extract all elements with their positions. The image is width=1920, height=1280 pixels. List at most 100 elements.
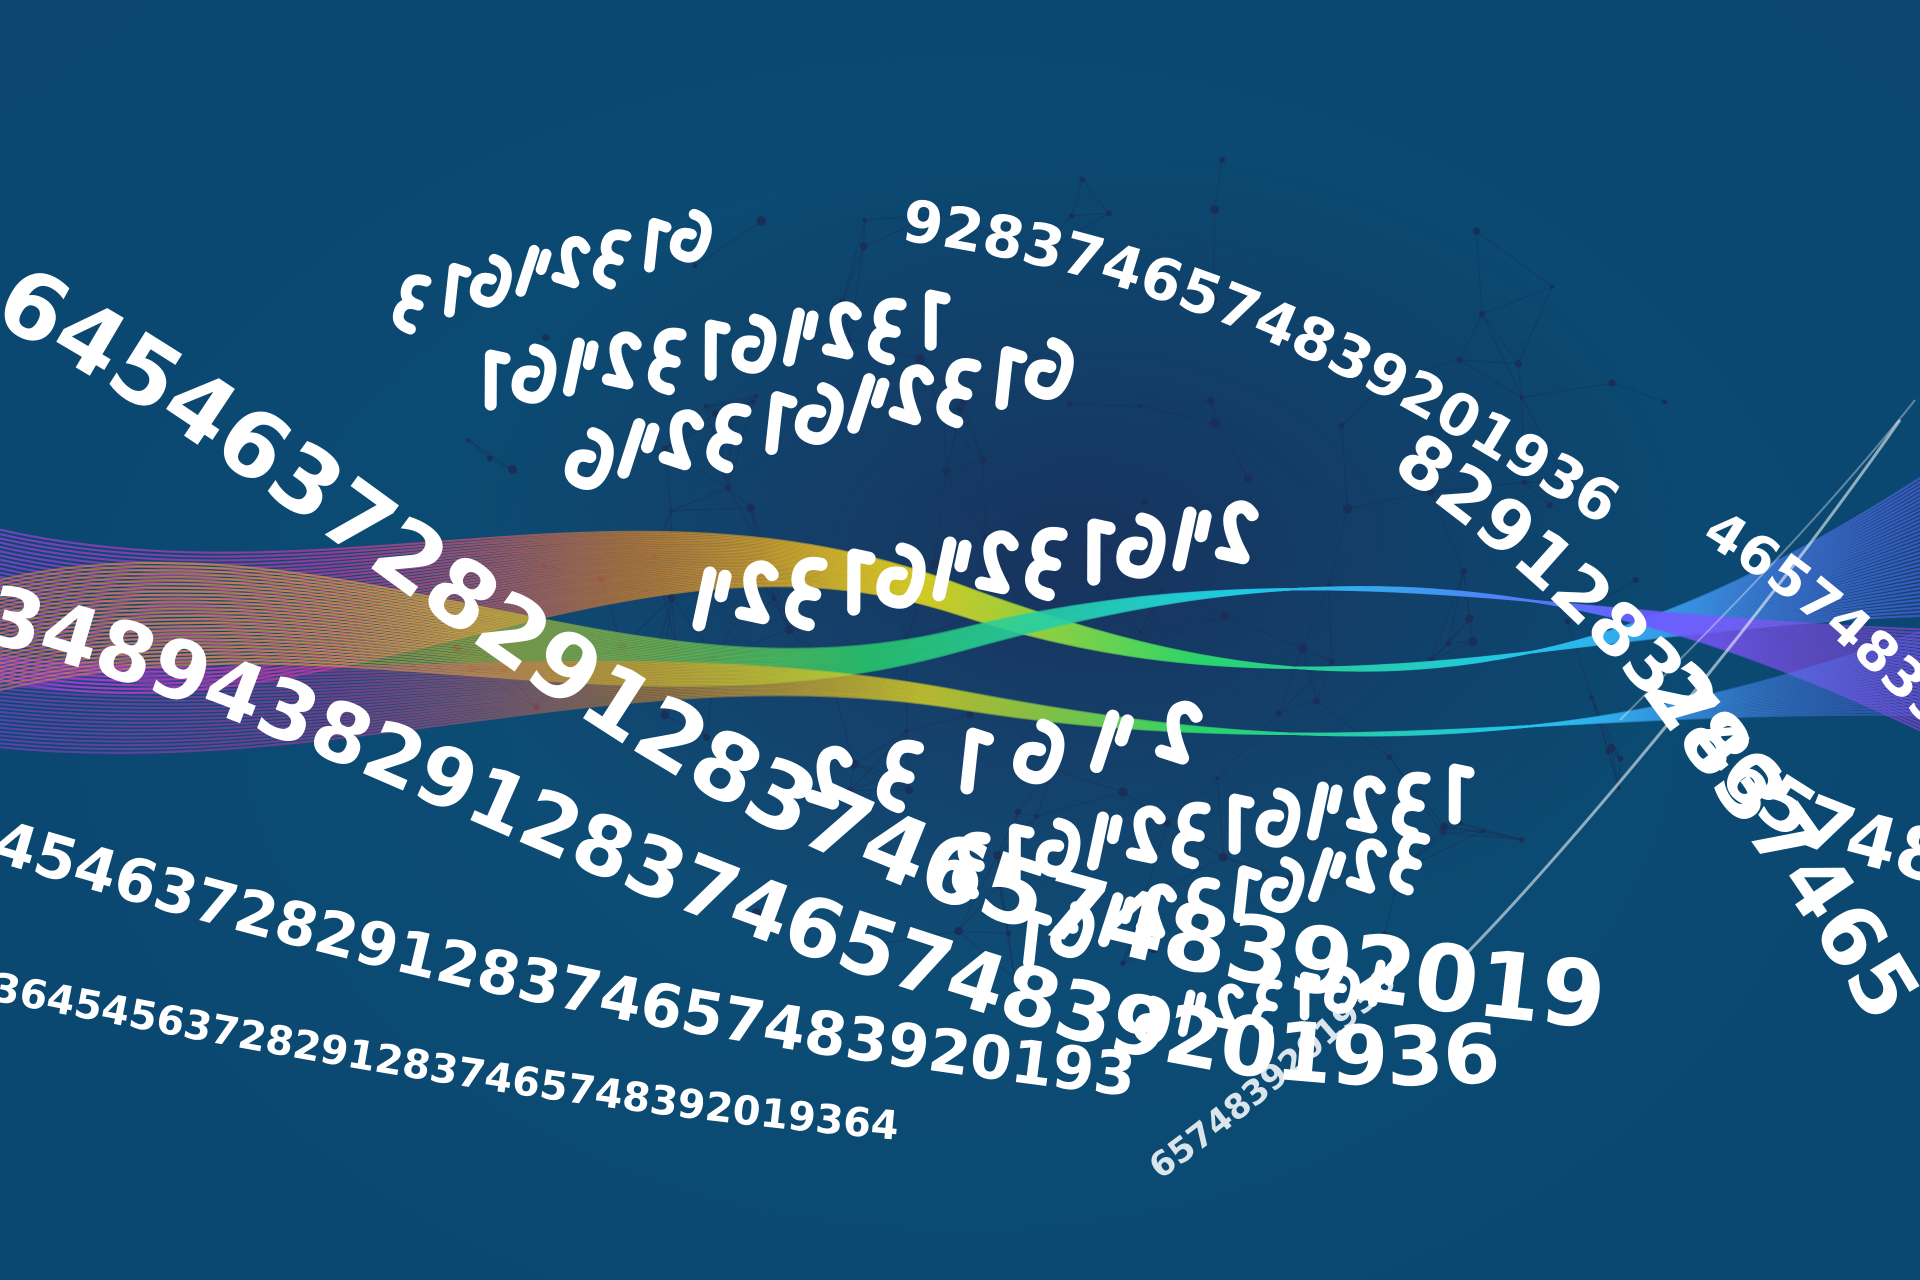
network-node bbox=[1138, 630, 1144, 636]
network-node bbox=[542, 334, 550, 342]
network-link bbox=[1030, 212, 1110, 261]
network-node bbox=[1312, 697, 1321, 705]
network-node bbox=[1478, 310, 1486, 318]
mirrored-glyph bbox=[469, 253, 512, 308]
light-streak-2 bbox=[1619, 399, 1916, 721]
network-link bbox=[849, 339, 921, 360]
mirrored-glyph bbox=[1345, 838, 1387, 894]
network-node bbox=[956, 405, 965, 414]
network-link bbox=[694, 220, 762, 267]
mirrored-glyph bbox=[765, 391, 798, 455]
network-node bbox=[1163, 819, 1171, 827]
network-node bbox=[1149, 944, 1159, 954]
mirrored-glyph bbox=[1098, 892, 1137, 948]
network-node bbox=[1297, 643, 1308, 654]
mirrored-glyph bbox=[1024, 337, 1074, 400]
network-link bbox=[1521, 397, 1566, 481]
mirrored-glyph bbox=[562, 337, 599, 397]
network-link bbox=[1069, 403, 1140, 407]
network-link bbox=[945, 470, 987, 538]
network-node bbox=[1066, 401, 1073, 407]
network-link bbox=[1223, 856, 1290, 880]
network-node bbox=[904, 728, 909, 734]
network-node bbox=[1027, 257, 1034, 264]
network-link bbox=[1214, 423, 1249, 479]
network-node bbox=[703, 403, 709, 409]
mirrored-glyph bbox=[1134, 995, 1170, 1044]
mirrored-glyph bbox=[1306, 781, 1343, 841]
network-node bbox=[1158, 588, 1163, 593]
network-link bbox=[982, 460, 987, 538]
network-node bbox=[1607, 744, 1616, 753]
network-node bbox=[1617, 755, 1624, 762]
mirrored-glyph bbox=[1008, 823, 1035, 885]
network-link bbox=[1481, 286, 1553, 315]
network-node bbox=[1550, 284, 1555, 289]
network-node bbox=[1617, 786, 1622, 791]
network-node bbox=[1219, 156, 1226, 164]
network-link bbox=[1523, 481, 1551, 506]
network-link bbox=[1071, 212, 1109, 217]
network-node bbox=[1468, 636, 1478, 646]
network-node bbox=[1005, 930, 1012, 937]
network-link bbox=[1521, 397, 1525, 483]
mirrored-glyph bbox=[847, 548, 876, 616]
network-node bbox=[1014, 808, 1022, 816]
network-node bbox=[784, 624, 794, 635]
network-link bbox=[1224, 615, 1303, 649]
network-node bbox=[1632, 576, 1639, 583]
mirrored-glyph bbox=[1214, 500, 1259, 565]
mirrored-glyph bbox=[564, 427, 614, 490]
mirrored-glyph bbox=[601, 331, 642, 390]
network-link bbox=[1139, 405, 1216, 424]
network-node bbox=[933, 209, 942, 218]
network-link bbox=[863, 220, 866, 247]
network-link bbox=[1212, 209, 1216, 299]
mirrored-glyph bbox=[1087, 518, 1116, 586]
mirrored-glyph bbox=[484, 349, 511, 411]
network-link bbox=[1459, 313, 1483, 361]
network-link bbox=[1143, 615, 1226, 647]
network-link bbox=[864, 213, 938, 221]
network-node bbox=[1440, 822, 1449, 831]
mirrored-glyph bbox=[1448, 763, 1475, 825]
mirrored-glyph bbox=[876, 542, 926, 609]
network-link bbox=[853, 730, 908, 765]
network-node bbox=[1210, 418, 1221, 429]
network-node bbox=[746, 503, 756, 513]
network-link bbox=[919, 358, 961, 410]
mirrored-glyph bbox=[876, 739, 925, 814]
network-link bbox=[974, 223, 1031, 261]
mirrored-digit-fragments bbox=[392, 208, 1475, 1044]
network-link bbox=[1476, 230, 1553, 288]
network-link bbox=[1389, 756, 1444, 834]
network-node bbox=[979, 456, 987, 465]
network-link bbox=[1447, 571, 1465, 644]
network-link bbox=[945, 401, 965, 472]
network-link bbox=[1217, 713, 1280, 779]
network-node bbox=[915, 354, 925, 364]
network-link bbox=[958, 930, 1009, 934]
mirrored-glyph bbox=[1308, 847, 1347, 903]
network-link bbox=[1316, 700, 1390, 758]
network-link bbox=[1460, 822, 1522, 841]
mirrored-glyph bbox=[1154, 700, 1203, 765]
network-link bbox=[906, 714, 971, 732]
network-link bbox=[1122, 897, 1145, 964]
network-node bbox=[1546, 502, 1553, 509]
mirrored-glyph bbox=[1023, 910, 1053, 969]
mirrored-glyph bbox=[1251, 979, 1283, 1034]
network-node bbox=[754, 393, 759, 398]
network-link bbox=[1341, 425, 1349, 509]
network-link bbox=[1139, 400, 1211, 407]
network-link bbox=[937, 213, 975, 225]
network-link bbox=[1143, 897, 1155, 949]
mirrored-glyph bbox=[643, 217, 672, 273]
mirrored-glyph bbox=[974, 530, 1019, 595]
network-node bbox=[1608, 379, 1616, 387]
network-link bbox=[1517, 286, 1553, 364]
network-node bbox=[1218, 852, 1229, 862]
network-link bbox=[1328, 585, 1333, 662]
network-node bbox=[942, 467, 951, 476]
network-link bbox=[905, 603, 917, 642]
